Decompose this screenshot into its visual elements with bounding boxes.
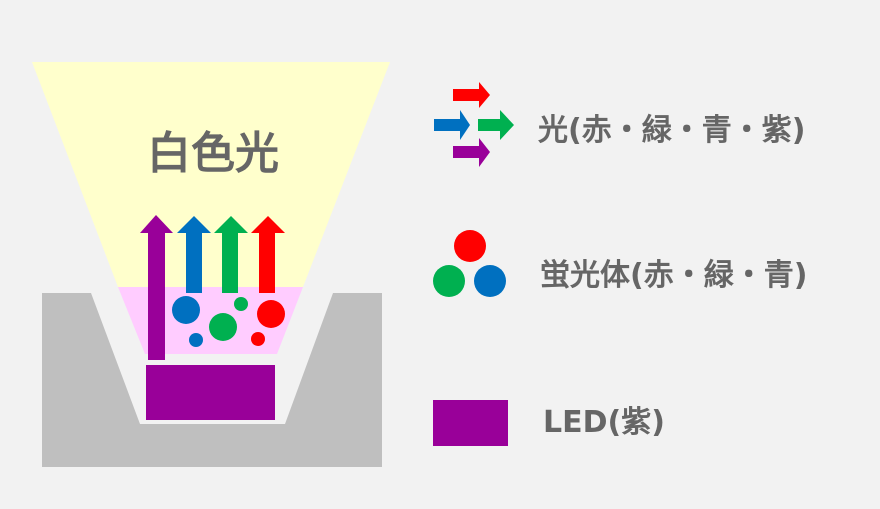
green-phosphor	[234, 297, 248, 311]
blue-light-arrow	[177, 216, 211, 293]
legend-led-label: LED(紫)	[543, 405, 665, 440]
red-phosphor	[251, 332, 265, 346]
blue-phosphor	[189, 333, 203, 347]
white-light-label: 白色光	[147, 128, 279, 179]
led-package	[42, 293, 382, 467]
red-light-arrow	[251, 216, 285, 293]
red-phosphor	[257, 300, 285, 328]
phosphor-dots-icon	[433, 230, 506, 297]
led-block-icon	[433, 400, 508, 446]
green-light-arrow	[214, 216, 248, 293]
legend-light-label: 光(赤・緑・青・紫)	[538, 113, 805, 148]
purple-light-arrow	[140, 215, 173, 360]
white-light-cone	[32, 62, 390, 287]
led-chip	[146, 365, 275, 420]
green-phosphor	[209, 313, 237, 341]
legend-phosphor-label: 蛍光体(赤・緑・青)	[540, 258, 807, 293]
blue-phosphor	[172, 296, 200, 324]
colored-arrows-icon	[434, 82, 514, 167]
